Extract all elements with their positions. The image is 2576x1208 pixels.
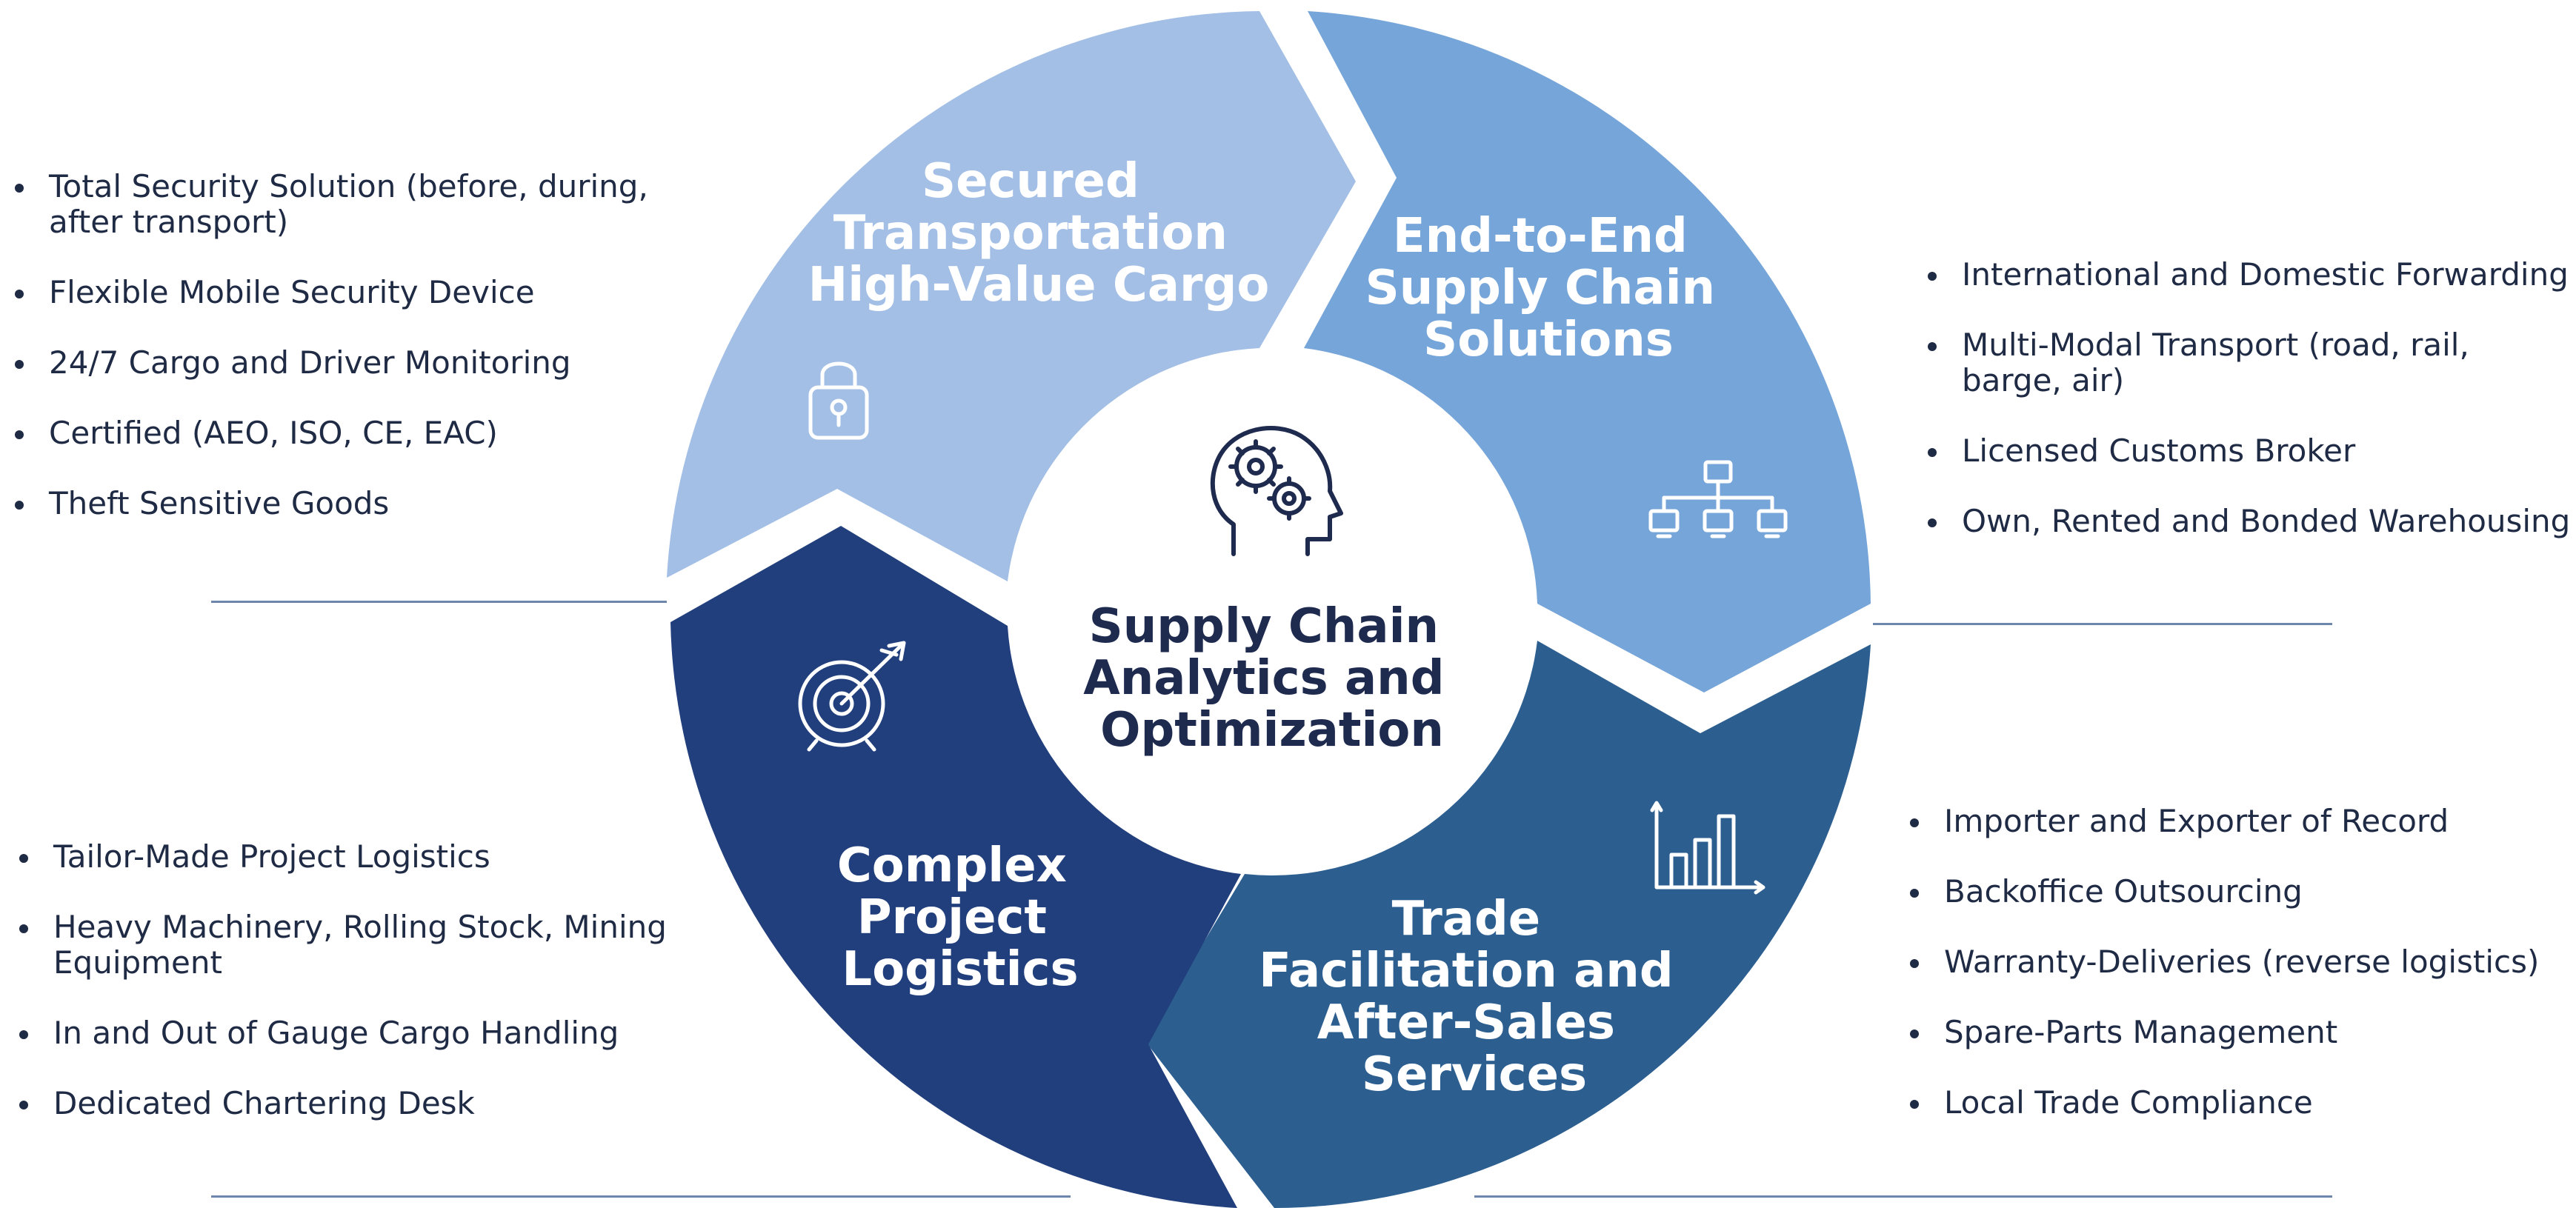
bar-chart-icon bbox=[1650, 801, 1765, 895]
list-item: International and Domestic Forwarding bbox=[1925, 257, 2570, 293]
list-item: Dedicated Chartering Desk bbox=[16, 1086, 667, 1121]
list-item: Spare-Parts Management bbox=[1907, 1015, 2539, 1050]
list-item: Own, Rented and Bonded Warehousing bbox=[1925, 504, 2570, 539]
list-item: Certified (AEO, ISO, CE, EAC) bbox=[12, 416, 648, 451]
list-item: Warranty-Deliveries (reverse logistics) bbox=[1907, 944, 2539, 980]
list-item: Licensed Customs Broker bbox=[1925, 433, 2570, 469]
center-circle bbox=[1009, 348, 1535, 874]
list-item: Theft Sensitive Goods bbox=[12, 486, 648, 521]
title-complex-project: Complex Project Logistics bbox=[837, 838, 1083, 997]
segment-complex-project bbox=[670, 526, 1241, 1208]
divider-top-right bbox=[1873, 623, 2332, 625]
title-trade-facilitation: Trade Facilitation and After-Sales Servi… bbox=[1259, 892, 1690, 1102]
list-item: In and Out of Gauge Cargo Handling bbox=[16, 1015, 667, 1051]
divider-bottom-right bbox=[1474, 1195, 2332, 1198]
padlock-icon bbox=[808, 361, 869, 440]
segment-trade-facilitation bbox=[1145, 641, 1871, 1208]
target-arrow-icon bbox=[798, 641, 906, 752]
title-secured-transportation: Secured Transportation High-Value Cargo bbox=[808, 154, 1270, 313]
list-item: 24/7 Cargo and Driver Monitoring bbox=[12, 345, 648, 381]
head-gears-icon bbox=[1210, 426, 1343, 556]
segment-end-to-end bbox=[1304, 11, 1871, 693]
list-end-to-end: International and Domestic Forwarding Mu… bbox=[1925, 257, 2570, 574]
list-trade-facilitation: Importer and Exporter of Record Backoffi… bbox=[1907, 804, 2539, 1155]
list-item: Total Security Solution (before, during,… bbox=[12, 169, 648, 240]
list-item: Backoffice Outsourcing bbox=[1907, 874, 2539, 910]
title-end-to-end: End-to-End Supply Chain Solutions bbox=[1365, 209, 1732, 367]
list-item: Local Trade Compliance bbox=[1907, 1085, 2539, 1121]
list-item: Multi-Modal Transport (road, rail,barge,… bbox=[1925, 327, 2570, 398]
network-hierarchy-icon bbox=[1648, 460, 1788, 538]
list-item: Importer and Exporter of Record bbox=[1907, 804, 2539, 839]
list-secured-transportation: Total Security Solution (before, during,… bbox=[12, 169, 648, 556]
list-complex-project: Tailor-Made Project Logistics Heavy Mach… bbox=[16, 839, 667, 1156]
list-item: Flexible Mobile Security Device bbox=[12, 275, 648, 310]
divider-bottom-left bbox=[211, 1195, 1071, 1198]
center-title: Supply Chain Analytics and Optimization bbox=[1083, 599, 1461, 758]
divider-top-left bbox=[211, 601, 667, 603]
list-item: Tailor-Made Project Logistics bbox=[16, 839, 667, 875]
